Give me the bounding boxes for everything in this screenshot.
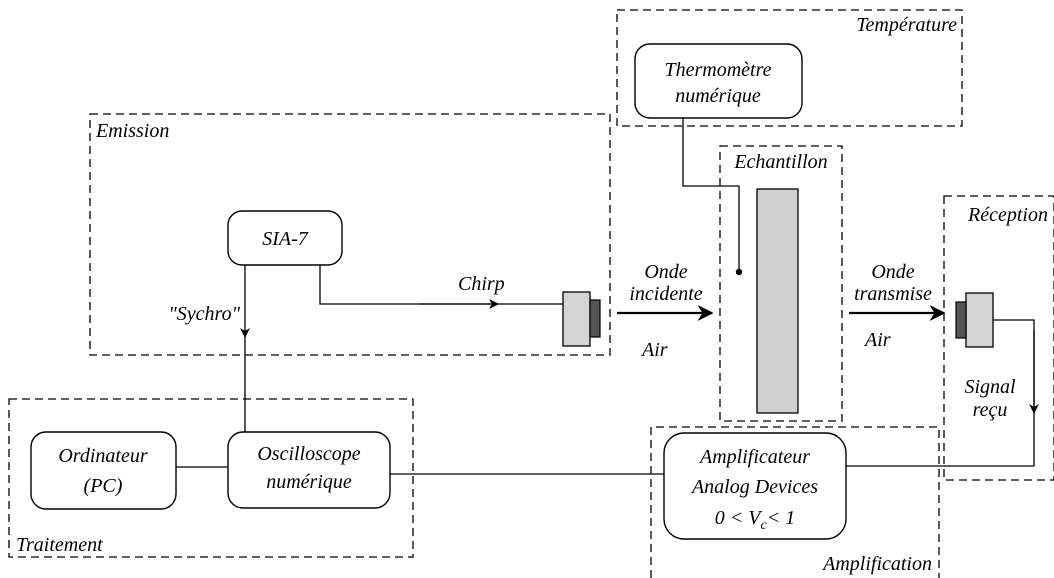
region-emission [89, 113, 611, 356]
region-temperature [616, 9, 963, 127]
thermometer-probe-wire [682, 118, 740, 271]
onde-transmise-line-2: transmise [854, 283, 932, 305]
oscilloscope-line-2: numérique [266, 471, 352, 493]
synchro-label: "Sychro" [168, 303, 240, 325]
region-title-temperature: Température [856, 14, 957, 36]
chirp-wire [319, 265, 563, 305]
thermometre-line-2: numérique [675, 85, 761, 107]
region-title-amplification: Amplification [821, 553, 932, 575]
region-reception [943, 195, 1054, 481]
region-title-emission: Emission [95, 120, 169, 142]
ordinateur-line-1: Ordinateur [58, 445, 147, 467]
region-echantillon [719, 145, 843, 422]
ordinateur-line-2: (PC) [84, 475, 123, 497]
onde-incidente-line-1: Onde [644, 261, 687, 283]
thermometre-block: Thermomètre numérique [634, 43, 803, 119]
emitter-transducer [562, 291, 601, 347]
amplificateur-block: Amplificateur Analog Devices 0 < Vc< 1 [663, 432, 847, 540]
sia7-label: SIA-7 [262, 228, 309, 250]
sample-plate [756, 188, 799, 414]
oscilloscope-line-1: Oscilloscope [257, 443, 360, 465]
onde-incidente-line-2: incidente [629, 283, 702, 305]
region-title-reception: Réception [967, 204, 1048, 226]
signal-recu-line-2: reçu [973, 399, 1008, 421]
thermometre-line-1: Thermomètre [664, 59, 771, 81]
amplificateur-range: 0 < Vc< 1 [715, 507, 795, 533]
signal-recu-line-1: Signal [964, 376, 1016, 398]
region-title-echantillon: Echantillon [733, 151, 827, 173]
region-traitement [8, 398, 414, 558]
chirp-label: Chirp [458, 273, 505, 295]
air-right-label: Air [863, 329, 891, 351]
onde-transmise-line-1: Onde [871, 261, 914, 283]
ordinateur-block: Ordinateur (PC) [30, 431, 177, 510]
air-left-label: Air [640, 339, 668, 361]
sia7-block: SIA-7 [227, 210, 343, 266]
receiver-transducer [955, 292, 994, 348]
region-title-traitement: Traitement [16, 534, 103, 556]
probe-tip [735, 268, 743, 276]
amplificateur-line-1: Amplificateur [698, 446, 810, 468]
amplificateur-line-2: Analog Devices [690, 476, 818, 498]
region-amplification [650, 426, 940, 578]
oscilloscope-block: Oscilloscope numérique [227, 431, 391, 509]
